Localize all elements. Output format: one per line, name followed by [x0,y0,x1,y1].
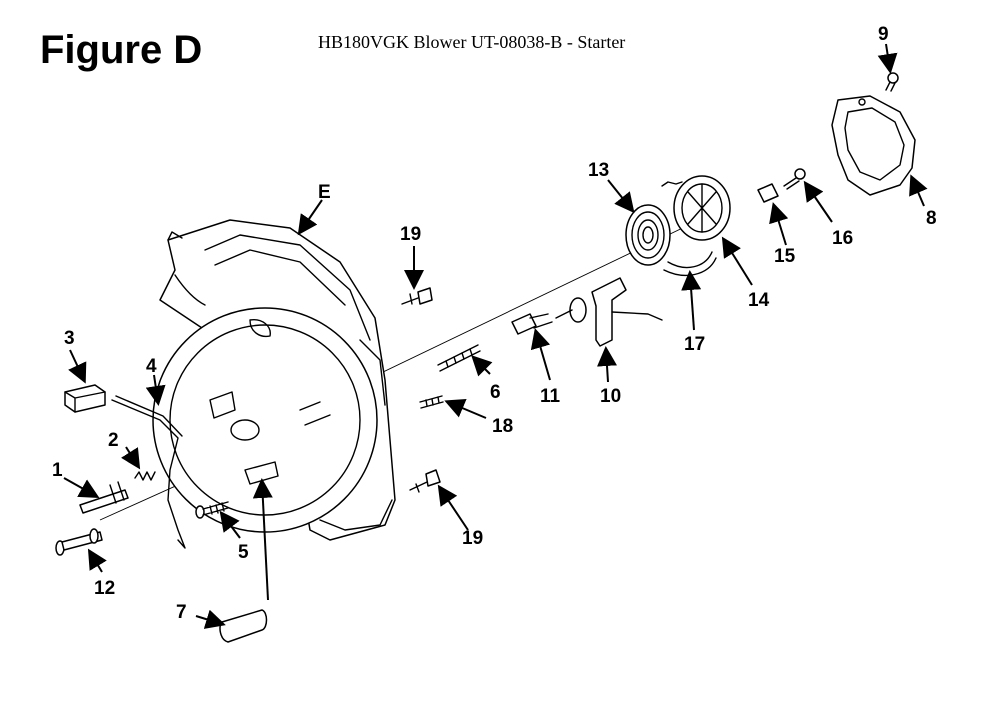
part-5-screw [195,501,229,519]
part-17-pawl [663,251,717,277]
blower-housing [152,219,396,541]
callout-6: 6 [490,382,501,403]
part-4-wire-link-outline [115,395,183,437]
callout-15: 15 [774,246,796,267]
callout-1: 1 [52,460,63,481]
part-13-recoil-spring [625,204,671,266]
callout-18: 18 [492,416,513,437]
part-18-screw [419,395,444,409]
part-6-long-bolt [437,344,481,372]
callout-labels: 3 4 2 1 12 5 7 E 19 19 6 18 11 10 13 14 … [52,24,937,623]
callout-4: 4 [146,356,157,377]
callout-5: 5 [238,542,249,563]
part-19-bolt-upper [401,287,433,305]
callout-17: 17 [684,334,705,355]
part-16-screw [783,168,806,190]
part-9-screw [885,72,899,92]
part-4-wire-link [111,399,186,549]
part-7-pad [219,609,268,643]
part-3-block [64,384,106,413]
diagram-subtitle: HB180VGK Blower UT-08038-B - Starter [318,32,626,52]
callout-11: 11 [540,386,561,407]
callout-2: 2 [108,430,119,451]
part-15-nut [757,183,779,203]
leader-arrows [63,43,928,629]
callout-13: 13 [588,160,609,181]
callout-9: 9 [878,24,889,45]
callout-7: 7 [176,602,187,623]
callout-8: 8 [926,208,937,229]
callout-3: 3 [64,328,75,349]
callout-12: 12 [94,578,115,599]
figure-label: Figure D [40,28,203,72]
callout-19-upper: 19 [400,224,421,245]
callout-10: 10 [600,386,621,407]
part-8-starter-cover [831,95,916,196]
part-19-bolt-lower [409,469,441,493]
part-1-shaft [79,481,129,514]
part-12-bolt [55,528,103,556]
part-2-spring [134,471,156,481]
part-14-pulley [661,175,731,241]
callout-19-lower: 19 [462,528,483,549]
callout-E: E [318,182,331,203]
callout-14: 14 [748,290,770,311]
part-11-rope-guide [511,313,553,335]
part-10-starter-handle [555,277,663,347]
callout-16: 16 [832,228,853,249]
